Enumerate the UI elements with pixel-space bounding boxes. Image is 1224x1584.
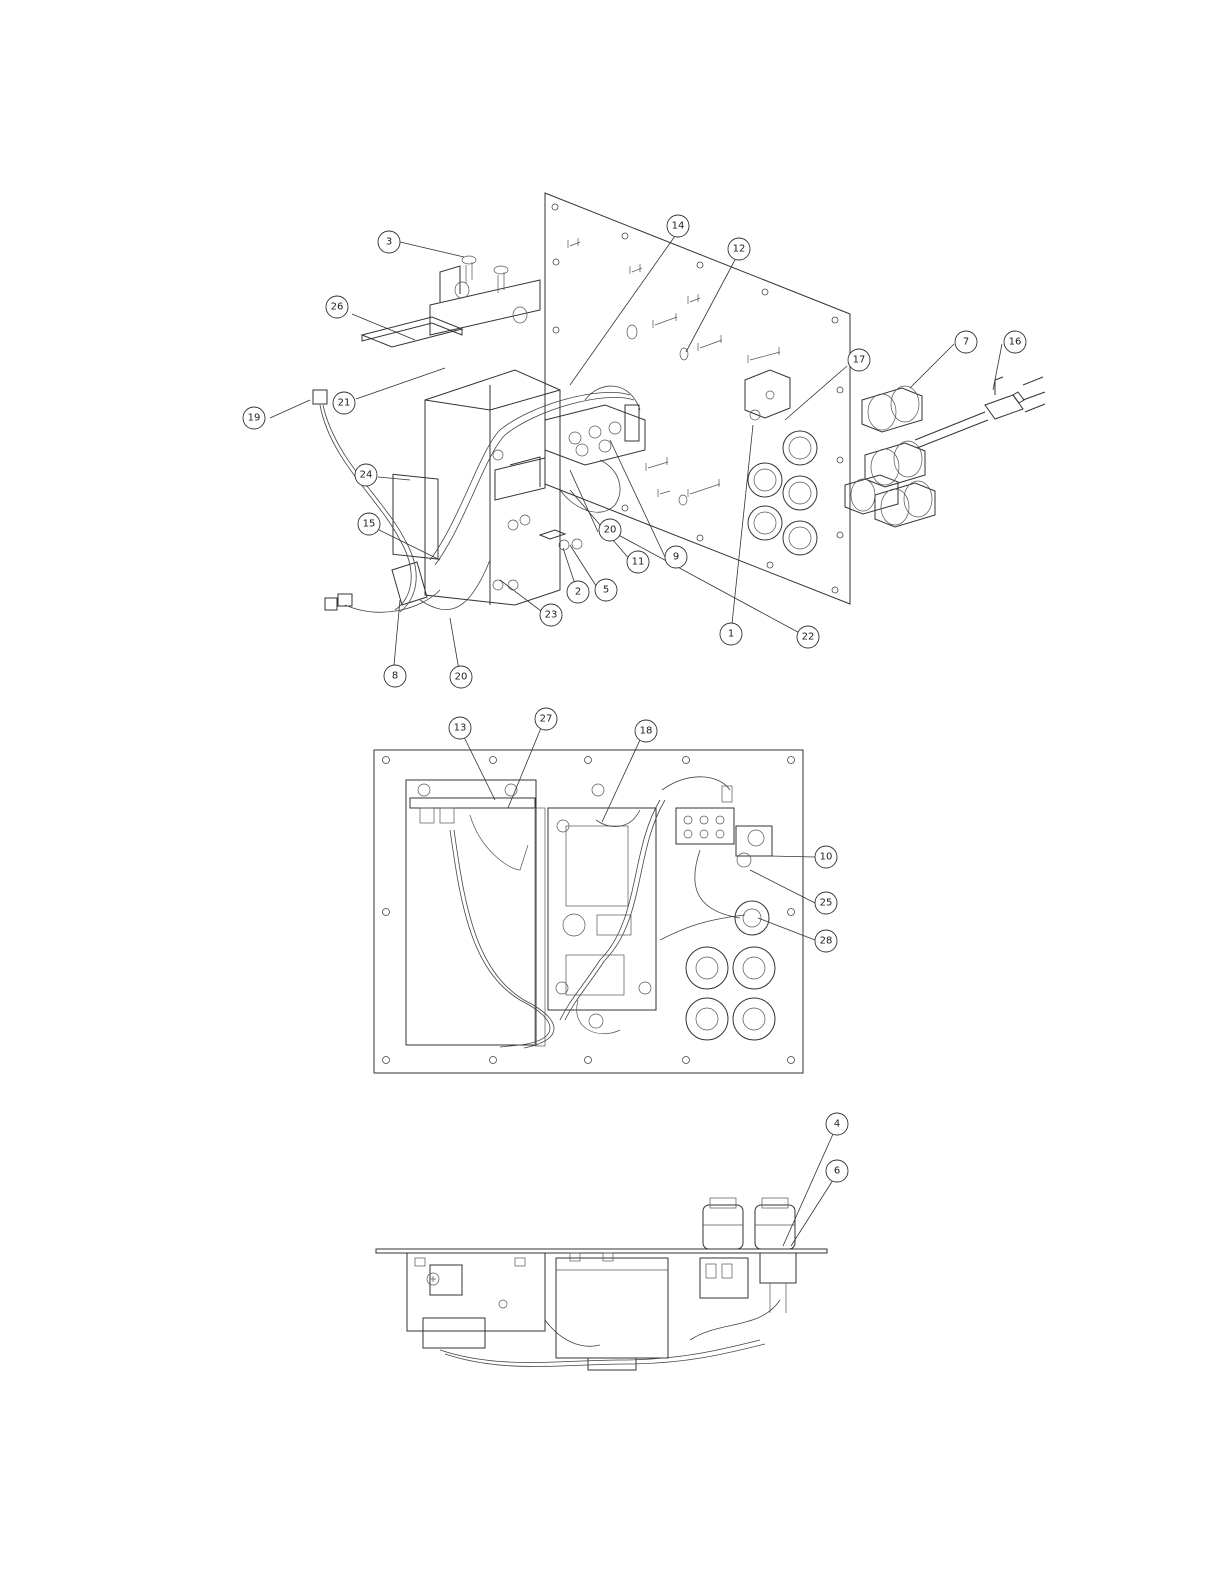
side-terminal [700, 1253, 796, 1313]
callout-8: 8 [384, 665, 406, 687]
callout-3: 3 [378, 231, 400, 253]
svg-text:13: 13 [454, 723, 467, 734]
callout-26: 26 [326, 296, 348, 318]
svg-text:15: 15 [363, 519, 376, 530]
svg-text:2: 2 [575, 587, 581, 598]
svg-text:14: 14 [672, 221, 685, 232]
side-left-board [407, 1253, 545, 1348]
svg-text:22: 22 [802, 632, 815, 643]
front-terminal-block [676, 786, 772, 867]
callout-5: 5 [595, 579, 617, 601]
callout-16: 16 [1004, 331, 1026, 353]
svg-text:16: 16 [1009, 337, 1022, 348]
svg-text:12: 12 [733, 244, 746, 255]
label-card [393, 474, 438, 559]
mounting-plate [545, 193, 850, 604]
svg-text:25: 25 [820, 898, 833, 909]
svg-text:23: 23 [545, 610, 558, 621]
cable-gland-nuts [748, 431, 817, 555]
svg-text:3: 3 [386, 237, 392, 248]
callout-21: 21 [333, 392, 355, 414]
svg-text:21: 21 [338, 398, 351, 409]
front-gland-nuts [686, 901, 775, 1040]
svg-text:20: 20 [604, 525, 617, 536]
exploded-isometric-view: 3 14 12 26 21 19 24 15 7 16 17 20 11 9 5… [243, 193, 1045, 688]
callout-18: 18 [635, 720, 657, 742]
wiring [320, 386, 640, 612]
svg-text:7: 7 [963, 337, 969, 348]
callout-20-mid: 20 [599, 519, 621, 541]
callout-10: 10 [815, 846, 837, 868]
svg-text:6: 6 [834, 1166, 840, 1177]
callout-7: 7 [955, 331, 977, 353]
side-wiring [440, 1300, 780, 1367]
callout-25: 25 [815, 892, 837, 914]
callout-24: 24 [355, 464, 377, 486]
svg-text:18: 18 [640, 726, 653, 737]
callout-27: 27 [535, 708, 557, 730]
callout-4: 4 [826, 1113, 848, 1135]
front-left-board [406, 780, 545, 1046]
svg-text:10: 10 [820, 852, 833, 863]
svg-text:5: 5 [603, 585, 609, 596]
callout-19: 19 [243, 407, 265, 429]
svg-text:28: 28 [820, 936, 833, 947]
callout-13: 13 [449, 717, 471, 739]
svg-text:17: 17 [853, 355, 866, 366]
top-bracket [362, 256, 540, 347]
small-parts [313, 390, 582, 610]
callout-22: 22 [797, 626, 819, 648]
callout-23: 23 [540, 604, 562, 626]
callout-28: 28 [815, 930, 837, 952]
front-view: 13 27 18 10 25 28 [374, 708, 837, 1073]
side-callout-leaders [783, 1134, 833, 1246]
callout-12: 12 [728, 238, 750, 260]
svg-text:8: 8 [392, 671, 398, 682]
cable-glands [845, 386, 935, 527]
plate-studs [568, 238, 780, 505]
svg-text:4: 4 [834, 1119, 840, 1130]
side-view: 4 6 [376, 1113, 848, 1370]
front-callout-leaders [464, 728, 815, 940]
svg-text:24: 24 [360, 470, 373, 481]
svg-text:19: 19 [248, 413, 261, 424]
callout-leaders [270, 236, 1002, 676]
side-glands [703, 1198, 795, 1249]
svg-text:26: 26 [331, 302, 344, 313]
switch-bracket [745, 370, 790, 420]
callout-9: 9 [665, 546, 687, 568]
callout-17: 17 [848, 349, 870, 371]
callout-20: 20 [450, 666, 472, 688]
callout-15: 15 [358, 513, 380, 535]
callout-14: 14 [667, 215, 689, 237]
side-transformer [556, 1253, 668, 1370]
power-cord [915, 377, 1045, 448]
callout-2: 2 [567, 581, 589, 603]
callout-1: 1 [720, 623, 742, 645]
svg-text:1: 1 [728, 629, 734, 640]
svg-text:27: 27 [540, 714, 553, 725]
svg-text:11: 11 [632, 557, 645, 568]
callout-11: 11 [627, 551, 649, 573]
transformer-block [425, 370, 560, 605]
svg-text:9: 9 [673, 552, 679, 563]
callout-6: 6 [826, 1160, 848, 1182]
svg-text:20: 20 [455, 672, 468, 683]
